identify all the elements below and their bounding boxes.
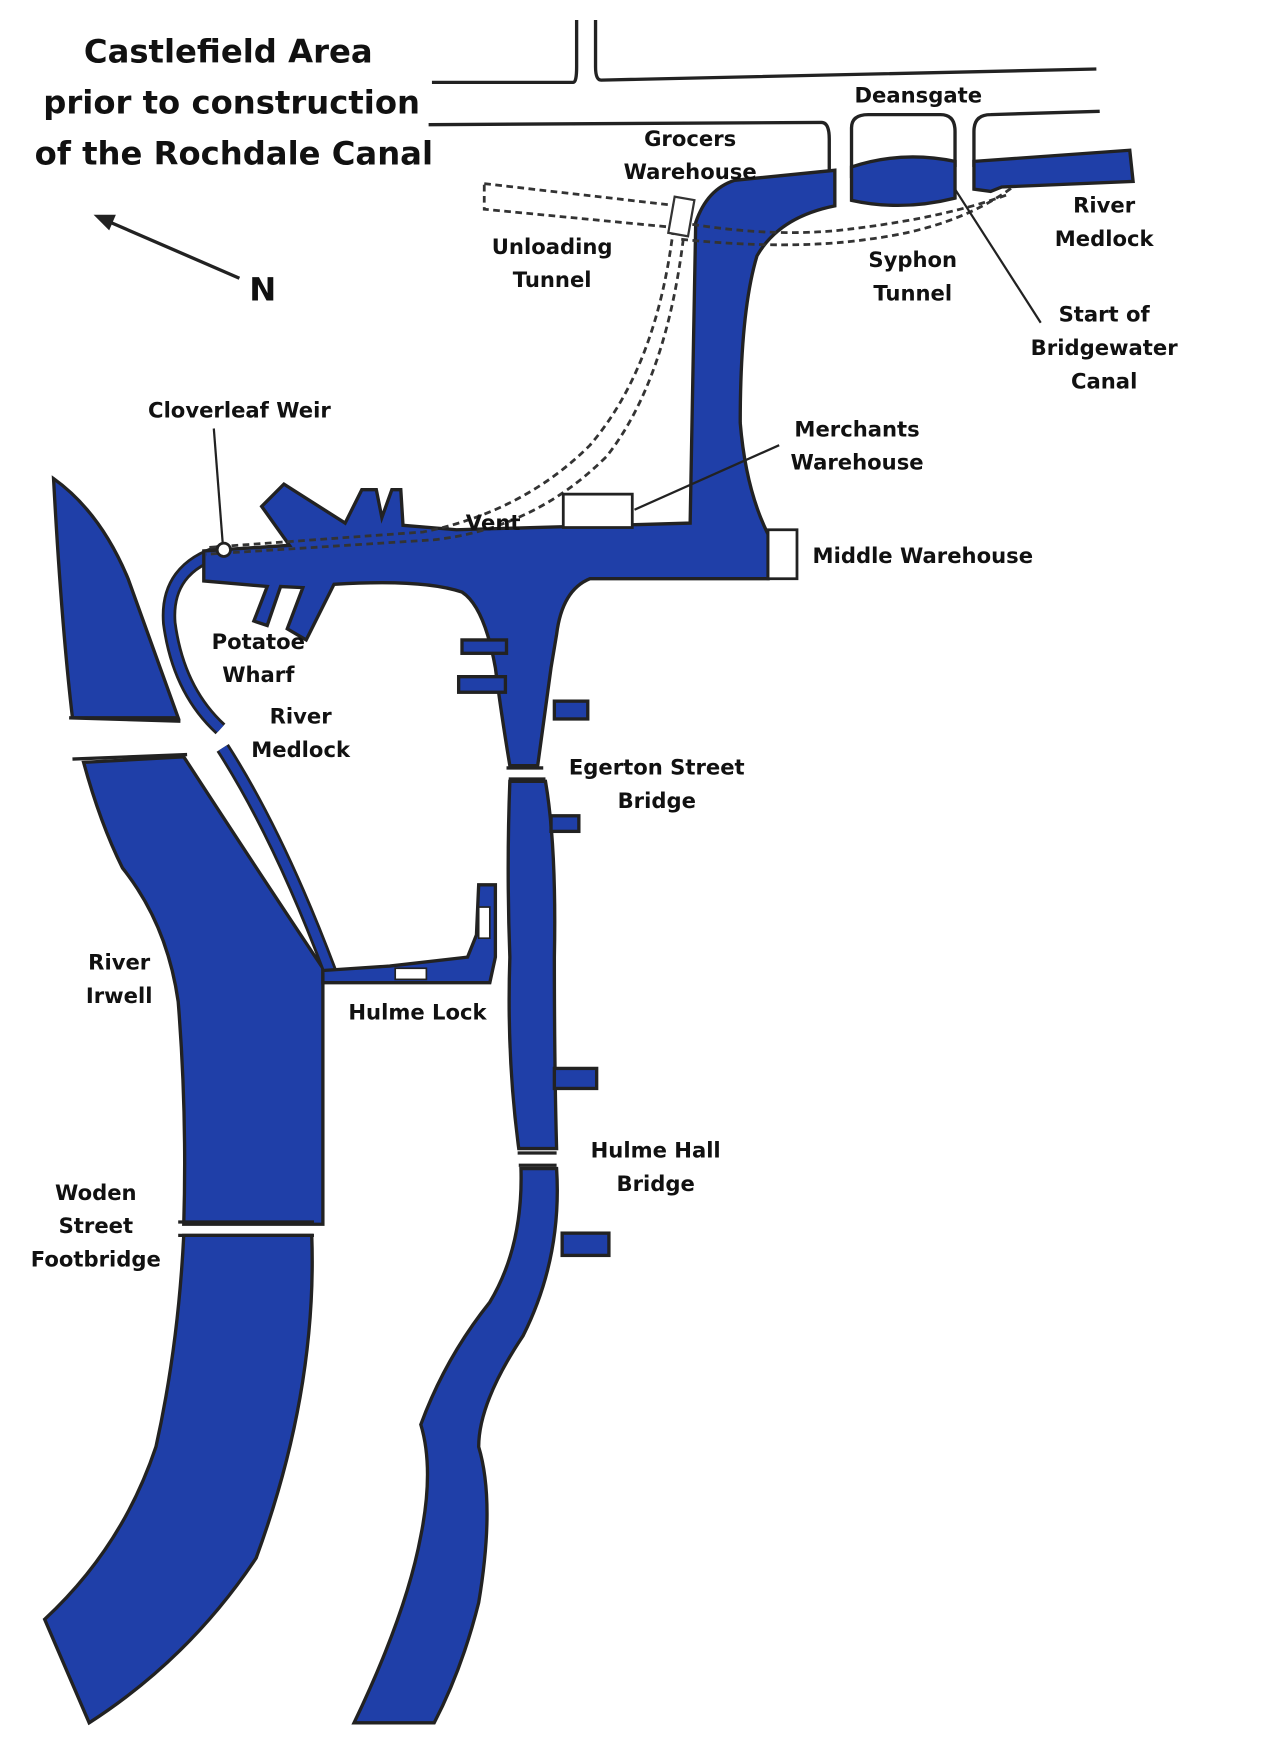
label-bridgewater-1: Start of: [1059, 302, 1151, 327]
label-medlock-top-1: River: [1073, 193, 1136, 218]
label-woden-2: Street: [59, 1213, 133, 1238]
bridgewater-canal-basin: [202, 168, 837, 1725]
label-merchants-1: Merchants: [794, 416, 919, 441]
title-line-2: prior to construction: [43, 84, 420, 122]
river-irwell: [42, 475, 325, 1726]
label-medlock-top-2: Medlock: [1055, 226, 1155, 251]
label-medlock-2: Medlock: [251, 737, 351, 762]
north-arrow-icon: N: [93, 214, 276, 308]
label-woden-1: Woden: [55, 1180, 137, 1205]
label-hulme-hall-2: Bridge: [616, 1171, 694, 1196]
label-medlock-1: River: [270, 703, 333, 728]
label-irwell-2: Irwell: [86, 983, 153, 1008]
label-middle-warehouse: Middle Warehouse: [813, 543, 1033, 568]
title: Castlefield Area prior to construction o…: [35, 32, 433, 172]
bridges: [69, 716, 557, 1238]
label-vent: Vent: [466, 510, 521, 535]
label-merchants-2: Warehouse: [791, 450, 924, 475]
label-syphon-2: Tunnel: [873, 280, 952, 305]
river-medlock-channel: [161, 543, 337, 974]
river-medlock-top: [849, 148, 1135, 208]
label-woden-3: Footbridge: [31, 1247, 161, 1272]
label-unloading-1: Unloading: [492, 234, 613, 259]
title-line-1: Castlefield Area: [84, 32, 373, 70]
tunnels: [205, 182, 1014, 558]
label-syphon-1: Syphon: [868, 247, 957, 272]
label-bridgewater-3: Canal: [1071, 368, 1137, 393]
label-deansgate: Deansgate: [855, 82, 983, 107]
map-labels: Deansgate Grocers Warehouse Unloading Tu…: [31, 82, 1178, 1271]
label-unloading-2: Tunnel: [513, 267, 592, 292]
label-irwell-1: River: [88, 949, 151, 974]
label-grocers-1: Grocers: [644, 126, 736, 151]
cloverleaf-weir-icon: [215, 541, 232, 558]
deansgate-roads: [428, 20, 1100, 179]
merchants-warehouse-icon: [561, 492, 634, 529]
label-potatoe-1: Potatoe: [212, 629, 305, 654]
label-grocers-2: Warehouse: [624, 159, 757, 184]
label-egerton-1: Egerton Street: [569, 755, 745, 780]
label-hulme-hall-1: Hulme Hall: [591, 1137, 721, 1162]
title-line-3: of the Rochdale Canal: [35, 135, 433, 173]
hulme-lock: [321, 883, 498, 985]
label-egerton-2: Bridge: [618, 788, 696, 813]
label-cloverleaf: Cloverleaf Weir: [148, 397, 331, 422]
north-label: N: [249, 270, 276, 308]
label-hulme-lock: Hulme Lock: [348, 999, 487, 1024]
leader-lines: [212, 188, 1042, 544]
label-bridgewater-2: Bridgewater: [1031, 335, 1179, 360]
label-potatoe-2: Wharf: [222, 662, 295, 687]
warehouses: [561, 492, 799, 581]
middle-warehouse-icon: [766, 528, 799, 581]
